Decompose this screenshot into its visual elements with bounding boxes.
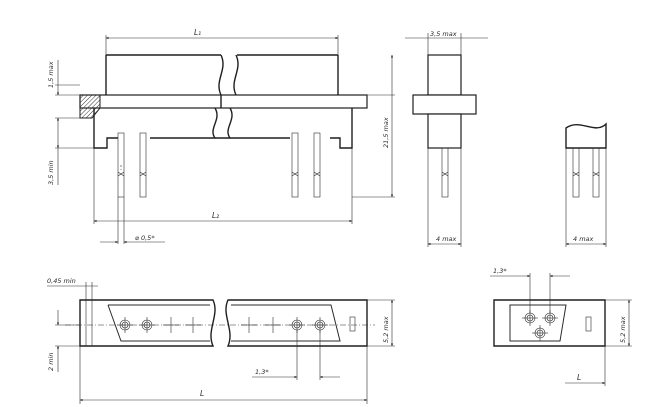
bottom-view-alt: 1,3* 5,2 max L	[490, 267, 632, 386]
bottom-view	[65, 299, 375, 347]
dimension-L2: L₂	[93, 148, 353, 224]
label-body-height-alt: 5,2 max	[619, 316, 627, 343]
dimension-left-vertical: 1,5 max 3,5 min	[47, 60, 94, 185]
dimension-height-total: 21,5 max	[352, 54, 395, 198]
dimension-plate-thickness: 0,45 min	[47, 277, 98, 346]
label-flange: 1,5 max	[47, 61, 55, 88]
dimension-body-height: 5,2 max	[367, 299, 395, 347]
label-width-top: 3,5 max	[430, 30, 457, 38]
label-body-height: 5,2 max	[382, 316, 390, 343]
label-L: L	[200, 389, 204, 398]
dimension-pitch: 1,3*	[252, 330, 340, 380]
dimension-pin-diameter: ⌀ 0,5*	[100, 197, 165, 244]
dimension-L: L	[79, 346, 368, 404]
label-pin-diameter: ⌀ 0,5*	[135, 234, 155, 242]
label-L1: L₁	[194, 28, 201, 37]
label-pin-width-alt: 4 max	[573, 235, 594, 243]
label-pitch-alt: 1,3*	[493, 267, 507, 275]
label-pin-min: 3,5 min	[47, 160, 55, 185]
label-plate-thickness: 0,45 min	[47, 277, 76, 285]
dimension-L1: L₁	[105, 28, 339, 55]
label-L-small: L	[577, 373, 581, 382]
dimension-offset: 2 min	[47, 310, 80, 372]
label-L2: L₂	[212, 211, 219, 220]
label-offset: 2 min	[47, 353, 55, 371]
front-view	[79, 54, 368, 198]
side-view: 3,5 max 4 max	[405, 30, 488, 247]
label-height-total: 21,5 max	[382, 117, 390, 148]
label-pin-width: 4 max	[436, 235, 457, 243]
label-pitch: 1,3*	[255, 368, 269, 376]
side-view-alt: 4 max	[565, 122, 607, 247]
